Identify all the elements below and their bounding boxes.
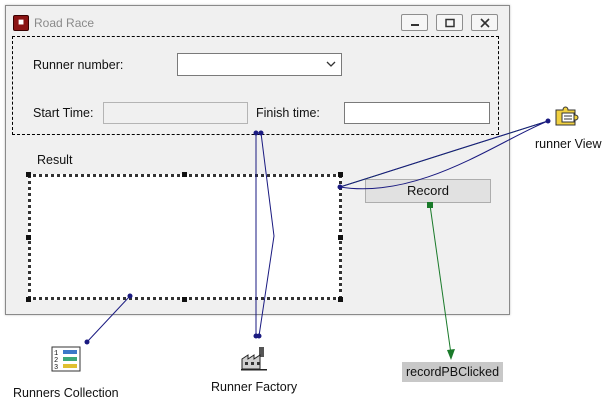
close-icon — [479, 17, 490, 28]
connection-dot[interactable] — [337, 184, 343, 190]
runner-number-combobox[interactable] — [177, 53, 342, 76]
handle[interactable] — [182, 297, 187, 302]
handle[interactable] — [338, 235, 343, 240]
connection-dot[interactable] — [256, 333, 262, 339]
factory-icon[interactable] — [240, 345, 270, 371]
handle[interactable] — [338, 297, 343, 302]
arrow-head-icon — [447, 349, 455, 360]
connection-dot[interactable] — [258, 130, 264, 136]
window-title: Road Race — [34, 16, 95, 30]
svg-text:1: 1 — [54, 350, 58, 358]
record-pb-clicked-event[interactable]: recordPBClicked — [402, 362, 504, 382]
close-button[interactable] — [471, 14, 498, 31]
handle[interactable] — [26, 235, 31, 240]
minimize-icon — [410, 23, 419, 26]
connection-line-curve[interactable] — [339, 120, 549, 190]
connection-line-blue[interactable] — [86, 295, 131, 343]
connection-dot[interactable] — [84, 339, 90, 345]
minimize-button[interactable] — [401, 14, 428, 31]
collection-icon[interactable]: 1 2 3 — [51, 346, 81, 372]
app-icon: ■ — [13, 15, 29, 31]
start-time-field — [103, 102, 248, 124]
svg-text:2: 2 — [54, 357, 58, 365]
connection-dot[interactable] — [545, 118, 551, 124]
connection-line-blue[interactable] — [258, 132, 275, 337]
maximize-icon — [444, 18, 455, 27]
svg-text:3: 3 — [54, 364, 58, 372]
connection-dot[interactable] — [427, 202, 433, 208]
handle[interactable] — [26, 297, 31, 302]
handle[interactable] — [26, 172, 31, 177]
connection-dot[interactable] — [127, 293, 133, 299]
finish-time-label: Finish time: — [256, 106, 320, 120]
event-arrow-line[interactable] — [429, 204, 452, 355]
runner-factory-label: Runner Factory — [211, 380, 298, 394]
handle[interactable] — [338, 172, 343, 177]
title-bar[interactable]: ■ Road Race — [6, 6, 509, 36]
connection-line-blue[interactable] — [339, 120, 549, 188]
runner-view-label: runner View — [535, 137, 602, 151]
runners-collection-label: Runners Collection — [13, 386, 119, 400]
finish-time-field[interactable] — [344, 102, 490, 124]
selection-handles — [26, 172, 343, 302]
chevron-down-icon — [326, 61, 336, 67]
connection-dot[interactable] — [253, 130, 259, 136]
runner-number-label: Runner number: — [33, 58, 124, 72]
result-label: Result — [37, 153, 73, 167]
handle[interactable] — [182, 172, 187, 177]
start-time-label: Start Time: — [33, 106, 94, 120]
maximize-button[interactable] — [436, 14, 463, 31]
puzzle-icon[interactable] — [553, 104, 581, 128]
